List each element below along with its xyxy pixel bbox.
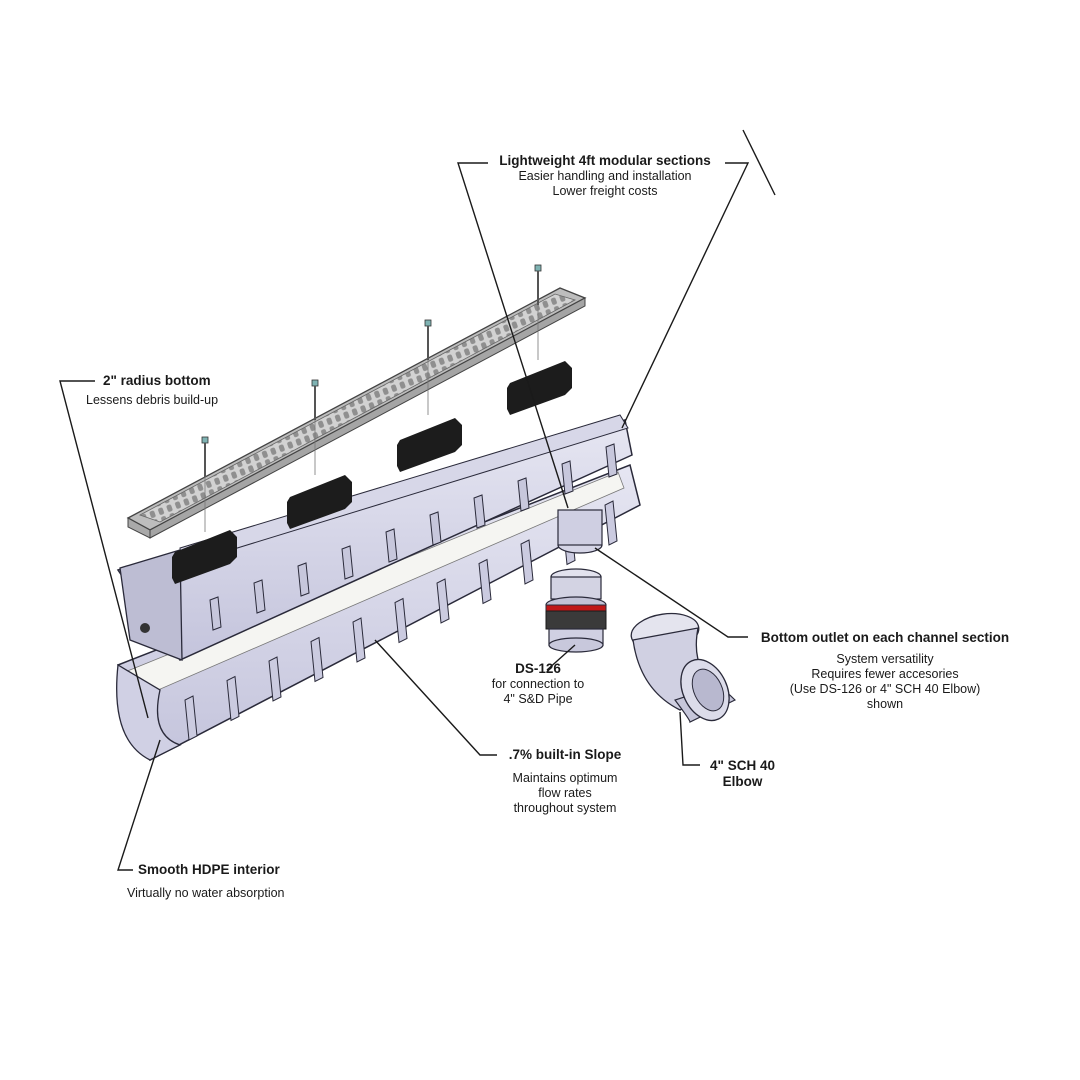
leader-ds126	[546, 644, 576, 671]
screw-icon	[311, 379, 319, 387]
channel-rib	[561, 460, 574, 495]
leader-outlet	[594, 547, 748, 638]
channel-rib	[385, 528, 398, 563]
channel-rib	[394, 597, 408, 644]
outlet-stub	[557, 509, 603, 554]
callout-outlet-title: Bottom outlet on each channel section	[760, 630, 1010, 645]
channel-rib	[604, 500, 618, 546]
callout-lightweight-title: Lightweight 4ft modular sections	[499, 153, 711, 168]
channel-rib	[310, 636, 324, 683]
screw-icon	[424, 319, 432, 327]
leader-top-right-edge	[742, 129, 776, 196]
logo-icon	[140, 623, 150, 633]
channel-rib	[478, 558, 492, 605]
callout-hdpe-title: Smooth HDPE interior	[138, 862, 280, 877]
channel-rib	[253, 579, 266, 614]
elbow-icon	[630, 612, 737, 723]
channel-rib	[520, 539, 534, 585]
screw-icon	[534, 264, 542, 272]
channel-rib	[436, 578, 450, 624]
callout-slope-line-3: throughout system	[513, 801, 617, 815]
callout-ds126-title: DS-126	[515, 661, 561, 676]
channel-rib	[226, 675, 240, 722]
callout-lightweight: Lightweight 4ft modular sections Easier …	[455, 153, 755, 199]
channel-rib	[184, 695, 198, 741]
callout-outlet-line-1: System versatility	[836, 652, 934, 666]
callout-elbow-title-2: Elbow	[722, 774, 763, 789]
callout-elbow-title-1: 4" SCH 40	[710, 758, 775, 773]
adapter-icon	[545, 568, 607, 653]
callout-hdpe: Smooth HDPE interior Virtually no water …	[127, 862, 285, 901]
callout-radius-line-1: Lessens debris build-up	[86, 393, 219, 407]
screw-icon	[201, 264, 542, 532]
callout-hdpe-line-1: Virtually no water absorption	[127, 886, 285, 900]
callout-outlet-line-2: Requires fewer accesories	[811, 667, 959, 681]
bracket-icon	[287, 475, 352, 529]
callout-ds126: DS-126 for connection to 4" S&D Pipe	[458, 661, 618, 707]
leader-hdpe	[117, 739, 161, 871]
bracket-icon	[397, 418, 462, 472]
bracket-icon	[507, 361, 572, 415]
callout-slope-title: .7% built-in Slope	[508, 747, 622, 762]
channel-rib	[341, 545, 354, 580]
channel-rib	[473, 494, 486, 529]
callout-lightweight-line-2: Lower freight costs	[552, 184, 658, 198]
leader-lightweight-left	[457, 162, 569, 509]
leader-slope	[374, 639, 497, 756]
callout-outlet-line-3: (Use DS-126 or 4" SCH 40 Elbow)	[789, 682, 981, 696]
channel-rib	[605, 443, 618, 478]
callout-outlet-line-4: shown	[866, 697, 904, 711]
channel-rib	[352, 617, 366, 663]
callout-slope-line-2: flow rates	[538, 786, 592, 800]
lower-channel	[116, 463, 641, 762]
channel-rib	[268, 656, 282, 702]
callout-slope-line-1: Maintains optimum	[512, 771, 618, 785]
grate-icon	[126, 287, 587, 539]
callout-ds126-line-2: 4" S&D Pipe	[503, 692, 573, 706]
callout-radius: 2" radius bottom Lessens debris build-up	[86, 373, 218, 408]
callout-elbow: 4" SCH 40 Elbow	[695, 758, 790, 790]
callout-lightweight-line-1: Easier handling and installation	[518, 169, 692, 183]
screw-icon	[201, 436, 209, 444]
leader-radius	[59, 380, 149, 719]
channel-rib	[209, 596, 222, 631]
callout-slope: .7% built-in Slope Maintains optimum flo…	[485, 747, 645, 816]
channel-rib	[429, 511, 442, 546]
bracket-icon	[172, 530, 237, 584]
channel-rib	[517, 477, 530, 512]
leader-lines	[59, 129, 776, 871]
bracket-icon	[172, 361, 572, 584]
callout-outlet: Bottom outlet on each channel section Sy…	[740, 630, 1030, 712]
callout-ds126-line-1: for connection to	[491, 677, 585, 691]
callout-radius-title: 2" radius bottom	[103, 373, 211, 388]
leader-lightweight-right	[621, 162, 750, 429]
leader-elbow	[679, 711, 700, 766]
channel-rib	[297, 562, 310, 597]
